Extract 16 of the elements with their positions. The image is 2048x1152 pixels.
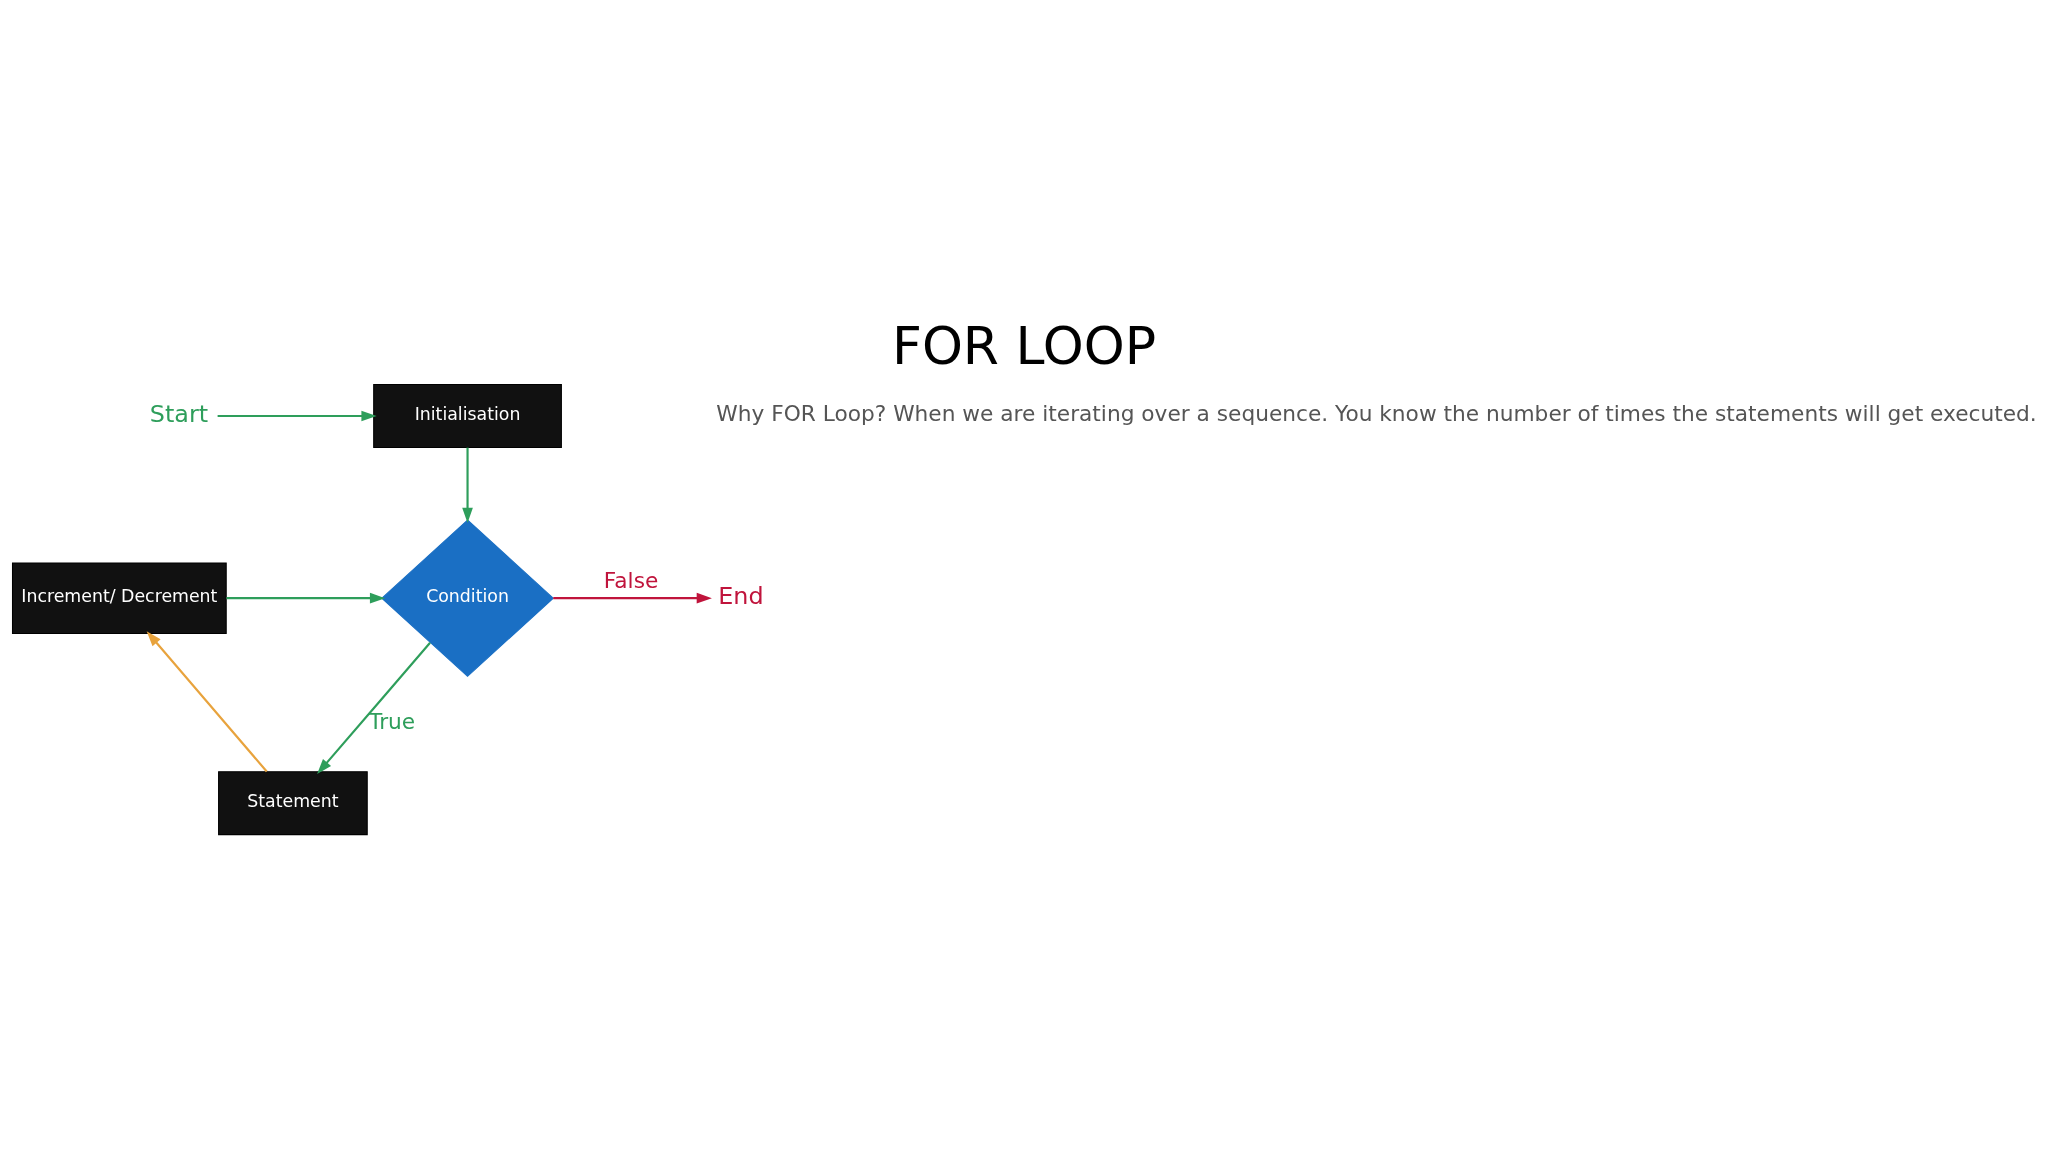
- arrow: [317, 641, 431, 774]
- arrow: [226, 592, 386, 603]
- diagram-title: FOR LOOP: [891, 315, 1157, 376]
- node-text: End: [718, 581, 764, 610]
- arrow: [146, 630, 268, 772]
- arrow: [462, 447, 473, 523]
- node-box: Statement: [218, 770, 368, 835]
- node-diamond: Condition: [381, 518, 555, 677]
- node-box: Increment/ Decrement: [11, 561, 227, 634]
- edge-label: True: [369, 708, 416, 734]
- edge-label: False: [603, 567, 659, 593]
- label: Why FOR Loop? When we are iterating over a sequence. You know the number of times the statements will get executed.: [716, 400, 2037, 426]
- node-box: Initialisation: [373, 383, 562, 448]
- arrow: [553, 592, 712, 603]
- arrow: [217, 410, 377, 421]
- node-text: Start: [149, 399, 209, 428]
